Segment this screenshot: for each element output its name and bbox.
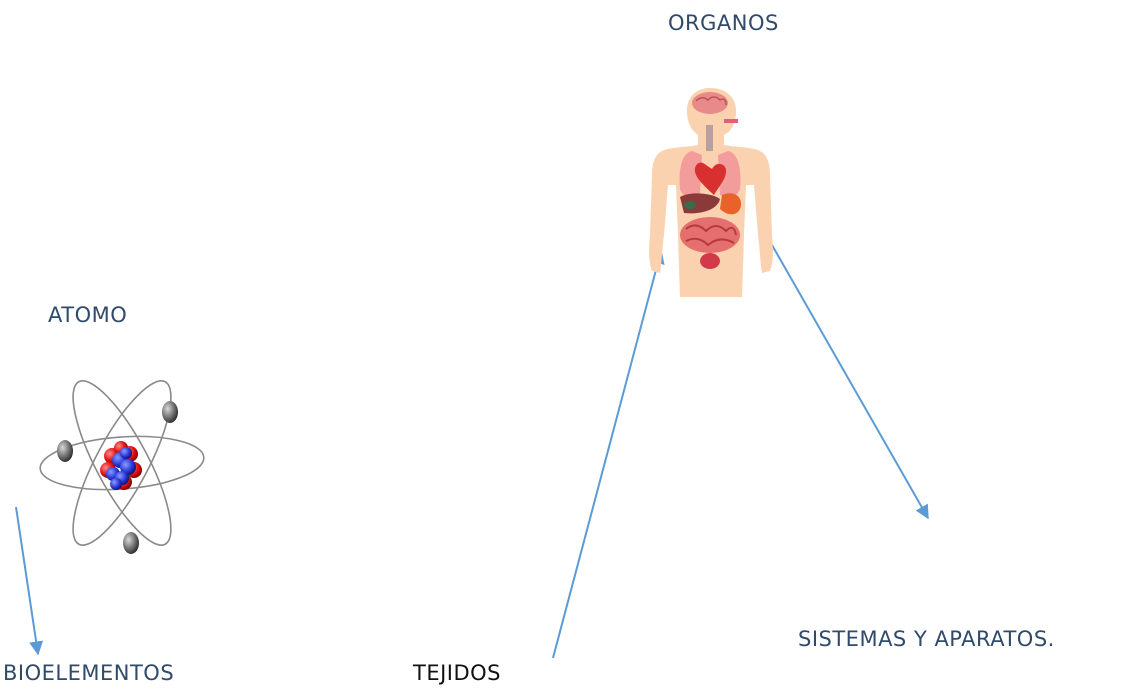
label-bioelementos: BIOELEMENTOS (3, 661, 175, 685)
label-atomo: ATOMO (48, 303, 128, 327)
human-organs-icon (649, 88, 773, 297)
label-sistemas-y-aparatos: SISTEMAS Y APARATOS. (798, 627, 1055, 651)
arrow-organos-to-sistemas (763, 230, 929, 520)
label-organos: ORGANOS (668, 11, 779, 35)
arrow-tejidos-to-organos (552, 249, 665, 659)
arrow-atomo-to-bioelementos (15, 506, 44, 656)
label-tejidos: TEJIDOS (413, 661, 502, 685)
atom-icon (39, 380, 205, 554)
